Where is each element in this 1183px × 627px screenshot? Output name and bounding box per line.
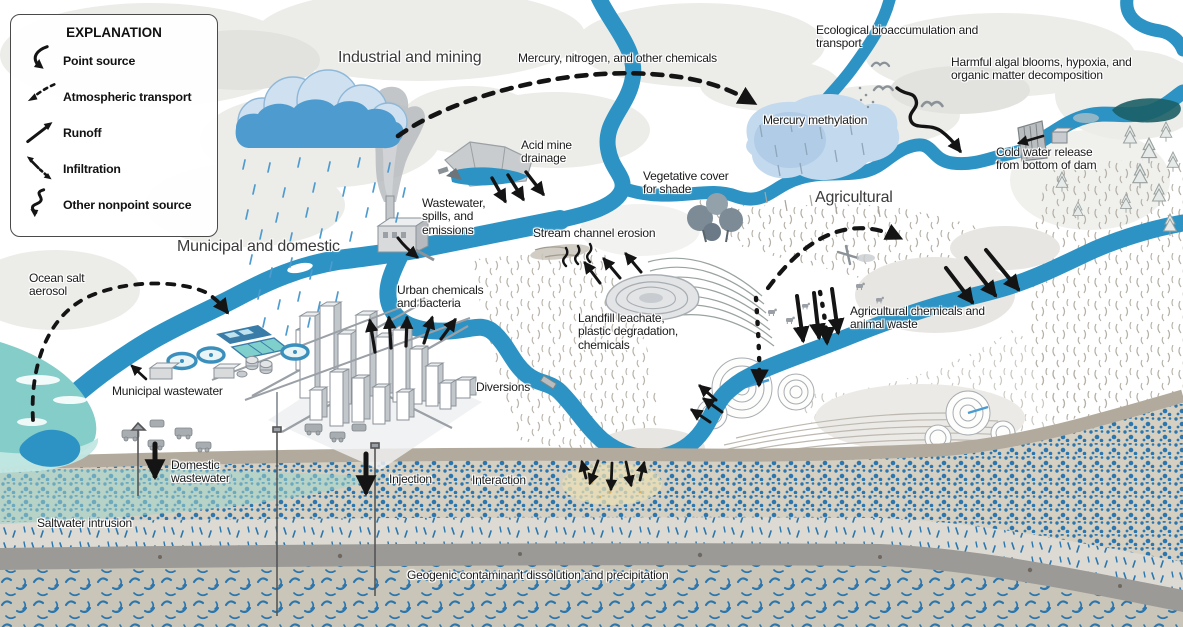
river-delta (19, 429, 81, 467)
birds-and-plane (858, 61, 944, 109)
runoff-arrow-icon (21, 116, 63, 151)
groundwater-wells (130, 421, 380, 616)
label-mercury-nitrogen: Mercury, nitrogen, and other chemicals (518, 51, 717, 65)
acid-mine-arrows (490, 170, 545, 204)
label-landfill-leachate: Landfill leachate, plastic degradation, … (578, 311, 679, 352)
legend-item-runoff: Runoff (21, 118, 207, 148)
legend-item-label: Infiltration (63, 162, 121, 176)
label-wastewater-spills: Wastewater, spills, and emissions (422, 196, 486, 237)
urban-runoff-arrows (365, 315, 457, 354)
mercury-methylation-cloud (746, 94, 900, 218)
atmospheric-transport-arc-ocean-salt (30, 281, 229, 422)
underground-cross-section (0, 389, 1183, 627)
atmospheric-transport-arc-agricultural (765, 223, 904, 291)
legend-item-other-nonpoint: Other nonpoint source (21, 187, 207, 223)
label-cold-water-release: Cold water release from bottom of dam (996, 145, 1097, 173)
legend-item-label: Runoff (63, 126, 102, 140)
stream-erosion-arrows (583, 252, 643, 285)
wastewater-treatment-plant (148, 297, 471, 430)
legend-item-atmospheric-transport: Atmospheric transport (21, 82, 207, 112)
dam (1017, 120, 1074, 162)
legend-title: EXPLANATION (66, 25, 162, 40)
rain-cloud (235, 69, 408, 149)
region-label-industrial-mining: Industrial and mining (338, 49, 482, 66)
label-municipal-wastewater: Municipal wastewater (112, 384, 223, 398)
river-agricultural (751, 214, 1183, 380)
label-agricultural-chemicals: Agricultural chemicals and animal waste (850, 304, 985, 332)
label-diversions: Diversions (476, 380, 531, 394)
point-source-factory-arrow (396, 236, 419, 259)
label-injection: Injection (389, 472, 432, 486)
label-geogenic: Geogenic contaminant dissolution and pre… (407, 568, 669, 582)
label-mercury-methylation: Mercury methylation (763, 113, 868, 127)
point-source-arrow-icon (21, 44, 63, 79)
interaction-arrows (578, 459, 648, 492)
municipal-wastewater-arrow (130, 364, 148, 381)
label-harmful-algal-blooms: Harmful algal blooms, hypoxia, and organ… (951, 55, 1132, 83)
infiltration-line-2 (816, 289, 836, 346)
river-upper-center (552, 0, 642, 228)
agricultural-runoff-arrows (944, 248, 1021, 305)
label-saltwater-intrusion: Saltwater intrusion (37, 516, 132, 530)
domestic-area-vehicles (121, 419, 367, 453)
reservoir-patches (1073, 98, 1181, 123)
city-buildings (251, 299, 482, 470)
center-pivot-crop-circles (696, 357, 1016, 452)
label-ecological-bioaccumulation: Ecological bioaccumulation and transport (816, 23, 979, 51)
riparian-trees (687, 193, 743, 243)
label-domestic-wastewater: Domestic wastewater (171, 458, 230, 486)
legend-item-label: Point source (63, 54, 136, 68)
label-acid-mine-drainage: Acid mine drainage (521, 138, 572, 166)
river-corner-top-right (1120, 0, 1183, 57)
ocean (0, 342, 99, 473)
landfill-mound (605, 274, 700, 321)
legend-item-label: Atmospheric transport (63, 90, 192, 104)
saltwater-intrusion-wedge (0, 469, 385, 524)
crop-circle-runoff-arrows (689, 384, 724, 424)
stream-erosion-squiggles (562, 242, 593, 268)
terrain-hatching (470, 159, 1183, 468)
animal-waste-arrows (792, 287, 845, 344)
crop-duster-plane (836, 244, 875, 266)
atmospheric-transport-arrow-icon (21, 80, 63, 115)
label-stream-channel-erosion: Stream channel erosion (533, 226, 656, 240)
diversion-structure (539, 375, 558, 390)
river-upper-east (615, 138, 1039, 206)
legend-item-point-source: Point source (21, 44, 207, 79)
label-interaction: Interaction (472, 473, 526, 487)
legend-item-label: Other nonpoint source (63, 198, 192, 212)
region-label-municipal-domestic: Municipal and domestic (177, 238, 340, 255)
bioaccumulation-squiggle-arrow (895, 86, 962, 154)
arrows (30, 71, 1045, 497)
label-urban-chemicals: Urban chemicals and bacteria (397, 283, 484, 311)
legend-item-infiltration: Infiltration (21, 154, 207, 184)
label-vegetative-cover: Vegetative cover for shade (643, 169, 729, 197)
label-ocean-salt-aerosol: Ocean salt aerosol (29, 271, 85, 299)
explanation-legend: EXPLANATION Point source Atmospheric tra… (10, 14, 218, 237)
other-nonpoint-source-arrow-icon (21, 187, 63, 223)
infiltration-arrow-icon (21, 152, 63, 187)
atmospheric-transport-arc-industrial (395, 71, 758, 139)
region-label-agricultural: Agricultural (815, 189, 893, 206)
mine-site (437, 141, 533, 187)
cold-water-release-arrow (1016, 134, 1045, 146)
